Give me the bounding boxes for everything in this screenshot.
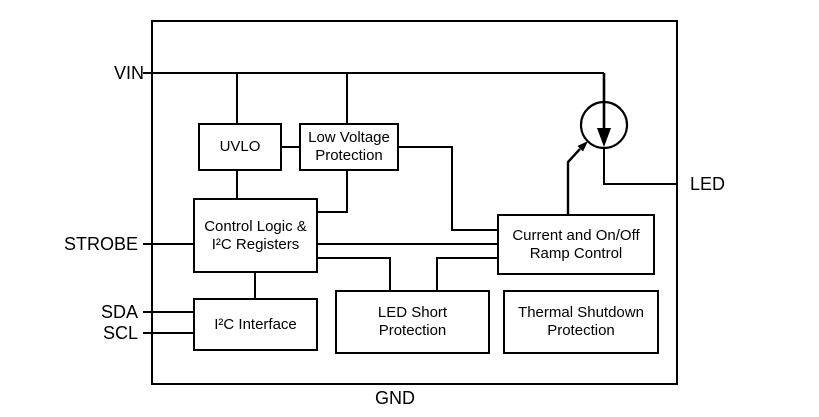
wire-circle-to-led	[603, 147, 678, 185]
pin-label-scl: SCL	[102, 323, 138, 343]
pin-label-sda: SDA	[100, 302, 138, 322]
wire-control-logic-to-led-short	[317, 257, 391, 291]
block-i2c-interface: I²C Interface	[193, 298, 318, 351]
wire-lvp-to-ramp-control	[398, 146, 498, 231]
down-arrow-icon	[597, 128, 611, 147]
control-arrow-icon	[566, 141, 588, 215]
pin-label-gnd: GND	[375, 388, 415, 408]
pin-label-strobe: STROBE	[63, 234, 138, 254]
control-arrow-stem	[566, 148, 581, 215]
block-thermal-shutdown: Thermal Shutdown Protection	[503, 290, 659, 354]
block-led-short-protection-label: LED Short Protection	[377, 304, 448, 339]
block-current-ramp-control-label: Current and On/Off Ramp Control	[512, 226, 640, 262]
current-source-icon	[579, 73, 629, 150]
block-uvlo-label: UVLO	[219, 138, 261, 156]
block-current-ramp-control: Current and On/Off Ramp Control	[497, 214, 655, 275]
block-led-short-protection: LED Short Protection	[335, 290, 490, 354]
chip-boundary	[151, 20, 678, 385]
block-i2c-interface-label: I²C Interface	[214, 315, 297, 333]
control-arrow-head	[577, 141, 588, 152]
block-low-voltage-protection-label: Low Voltage Protection	[308, 129, 390, 164]
pin-label-vin: VIN	[113, 63, 144, 83]
block-thermal-shutdown-label: Thermal Shutdown Protection	[518, 304, 644, 339]
wire-lvp-to-control-logic	[318, 170, 348, 213]
wire-ramp-control-to-led-short	[436, 257, 498, 291]
block-low-voltage-protection: Low Voltage Protection	[299, 123, 399, 171]
pin-label-led: LED	[690, 174, 726, 194]
block-control-logic: Control Logic & I²C Registers	[193, 198, 318, 273]
block-control-logic-label: Control Logic & I²C Registers	[204, 217, 307, 253]
block-uvlo: UVLO	[198, 123, 282, 171]
